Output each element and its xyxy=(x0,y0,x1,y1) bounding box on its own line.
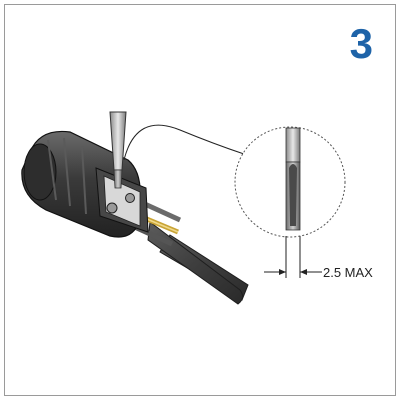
screwdriver xyxy=(109,111,127,189)
detail-leader-line xyxy=(123,124,245,161)
terminal-screw xyxy=(106,202,118,214)
step-number: 3 xyxy=(349,20,373,67)
dimension-marker: 2.5 MAX xyxy=(264,265,373,280)
cable xyxy=(147,221,249,305)
blade-detail-callout xyxy=(234,126,346,278)
connector-body xyxy=(21,130,149,238)
dimension-label: 2.5 MAX xyxy=(323,265,373,280)
